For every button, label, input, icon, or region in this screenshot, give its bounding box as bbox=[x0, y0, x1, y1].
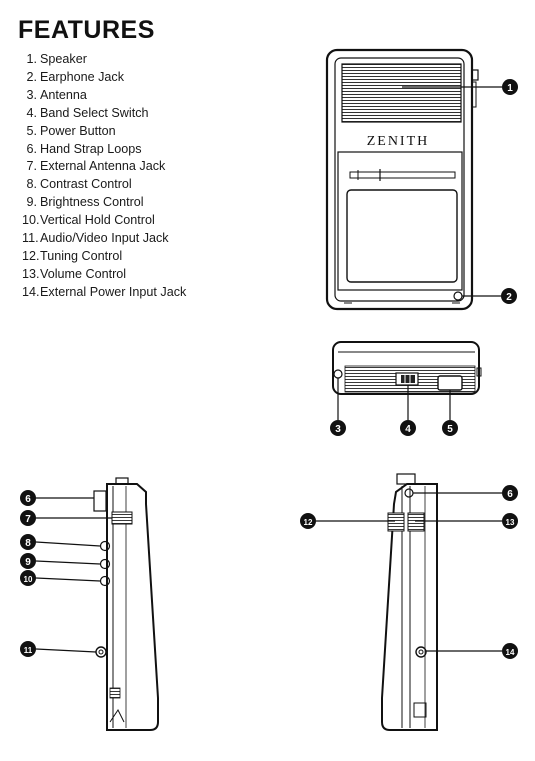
svg-text:6: 6 bbox=[507, 489, 513, 500]
callout-6-left: 6 bbox=[20, 490, 36, 506]
callout-3: 3 bbox=[330, 420, 346, 436]
callout-9: 9 bbox=[20, 553, 36, 569]
feature-item: 11.Audio/Video Input Jack bbox=[22, 231, 169, 246]
leader-lines bbox=[35, 86, 502, 653]
feature-item: 9.Brightness Control bbox=[26, 195, 144, 210]
svg-text:13: 13 bbox=[506, 518, 515, 527]
svg-text:5: 5 bbox=[447, 424, 453, 435]
callout-5: 5 bbox=[442, 420, 458, 436]
svg-text:7: 7 bbox=[25, 514, 31, 525]
right-side-view bbox=[381, 473, 438, 731]
svg-text:1: 1 bbox=[507, 83, 513, 94]
callout-11: 11 bbox=[20, 641, 36, 657]
feature-item: 13.Volume Control bbox=[22, 266, 127, 281]
feature-item: 8.Contrast Control bbox=[26, 177, 132, 192]
earphone-jack-icon bbox=[453, 291, 463, 301]
svg-text:14: 14 bbox=[506, 648, 515, 657]
feature-item: 14.External Power Input Jack bbox=[22, 284, 187, 299]
feature-item: 7.External Antenna Jack bbox=[26, 159, 166, 174]
feature-list: 1.Speaker 2.Earphone Jack 3.Antenna 4.Ba… bbox=[22, 51, 186, 302]
feature-item: 2.Earphone Jack bbox=[26, 69, 125, 84]
speaker-grille bbox=[341, 63, 462, 123]
feature-item: 3.Antenna bbox=[26, 87, 87, 102]
page-title: FEATURES bbox=[18, 16, 155, 44]
antenna-icon bbox=[333, 369, 343, 379]
callout-14: 14 bbox=[502, 643, 518, 659]
feature-item: 6.Hand Strap Loops bbox=[26, 141, 142, 156]
callout-13: 13 bbox=[502, 513, 518, 529]
power-button bbox=[437, 375, 463, 391]
svg-text:4: 4 bbox=[405, 424, 411, 435]
callout-12: 12 bbox=[300, 513, 316, 529]
svg-text:8: 8 bbox=[25, 538, 31, 549]
callout-4: 4 bbox=[400, 420, 416, 436]
callout-8: 8 bbox=[20, 534, 36, 550]
svg-text:2: 2 bbox=[506, 292, 512, 303]
left-side-view bbox=[93, 477, 159, 731]
svg-text:9: 9 bbox=[25, 557, 31, 568]
brand-logo: ZENITH bbox=[367, 134, 430, 149]
feature-item: 10.Vertical Hold Control bbox=[22, 213, 155, 228]
callout-7: 7 bbox=[20, 510, 36, 526]
svg-text:10: 10 bbox=[24, 575, 33, 584]
screen bbox=[346, 189, 458, 283]
feature-item: 1.Speaker bbox=[26, 52, 87, 66]
feature-item: 4.Band Select Switch bbox=[26, 105, 149, 120]
callout-10: 10 bbox=[20, 570, 36, 586]
feature-item: 12.Tuning Control bbox=[22, 248, 123, 263]
top-view bbox=[332, 341, 482, 395]
feature-item: 5.Power Button bbox=[26, 123, 116, 138]
callout-6-right: 6 bbox=[502, 485, 518, 501]
callout-2: 2 bbox=[501, 288, 517, 304]
callout-1: 1 bbox=[502, 79, 518, 95]
svg-text:3: 3 bbox=[335, 424, 341, 435]
svg-text:11: 11 bbox=[24, 646, 33, 655]
svg-text:6: 6 bbox=[25, 494, 31, 505]
front-view: ZENITH bbox=[325, 48, 479, 311]
svg-text:12: 12 bbox=[304, 518, 313, 527]
